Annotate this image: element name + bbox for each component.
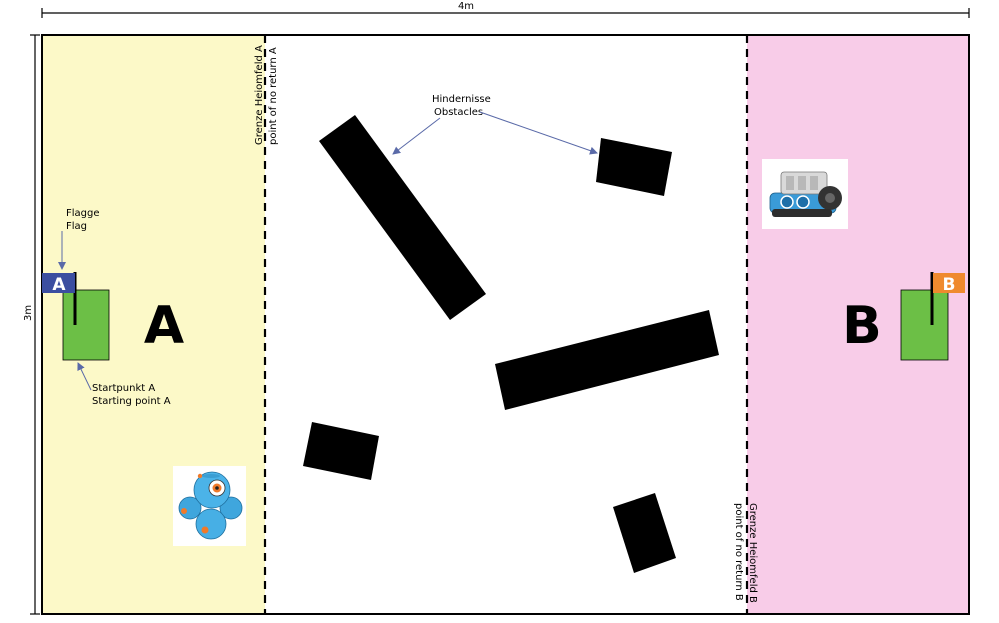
blue-spherical-robot-icon: [178, 471, 243, 540]
svg-text:Starting point A: Starting point A: [92, 396, 171, 407]
flag-b: [933, 273, 965, 293]
svg-text:Flag: Flag: [66, 221, 87, 232]
zone-a-label: A: [144, 296, 184, 356]
obstacle-small-bottom-left: [303, 422, 379, 480]
start-a-arrow: [77, 362, 92, 391]
width-label: 4m: [458, 1, 474, 12]
svg-text:Flagge: Flagge: [66, 208, 100, 219]
svg-text:point of no return B: point of no return B: [733, 503, 744, 601]
obstacles-arrow-left: [392, 117, 441, 155]
width-dimension: 4m: [41, 1, 970, 18]
flag-a-label: A: [52, 275, 66, 295]
start-a-annotation: Startpunkt A Starting point A: [77, 362, 171, 407]
height-label: 3m: [23, 305, 34, 321]
robot-b-image: [762, 159, 848, 229]
svg-text:Startpunkt A: Startpunkt A: [92, 383, 155, 394]
height-dimension: 3m: [23, 34, 40, 615]
obstacles: [303, 115, 719, 573]
obstacles-arrow-right: [479, 111, 598, 155]
obstacle-small-bottom-right: [613, 493, 676, 573]
svg-text:Grenze Heiomfeld B: Grenze Heiomfeld B: [747, 503, 758, 603]
robot-a-image: [173, 466, 246, 546]
svg-text:Grenze Heiomfeld A: Grenze Heiomfeld A: [254, 45, 265, 145]
blue-tracked-robot-icon: [769, 171, 842, 217]
svg-text:Hindernisse: Hindernisse: [432, 94, 491, 105]
field-border: [41, 34, 970, 615]
start-area-a: A: [42, 272, 110, 361]
flag-annotation: Flagge Flag: [58, 208, 100, 270]
obstacle-long-diagonal: [319, 115, 486, 320]
zone-b-label: B: [842, 296, 882, 356]
obstacle-long-horizontal: [495, 310, 719, 410]
start-rect-a: [62, 289, 110, 361]
boundary-label-a: Grenze Heiomfeld A point of no return A: [254, 45, 279, 145]
svg-text:point of no return A: point of no return A: [268, 47, 279, 145]
flag-a: [42, 273, 75, 293]
obstacles-annotation: Hindernisse Obstacles: [392, 94, 598, 155]
flag-b-label: B: [943, 275, 956, 295]
start-area-b: B: [900, 272, 965, 361]
start-rect-b: [900, 289, 949, 361]
boundary-label-b: Grenze Heiomfeld B point of no return B: [733, 503, 758, 603]
obstacle-small-top-right: [596, 138, 672, 196]
svg-text:Obstacles: Obstacles: [434, 107, 483, 118]
